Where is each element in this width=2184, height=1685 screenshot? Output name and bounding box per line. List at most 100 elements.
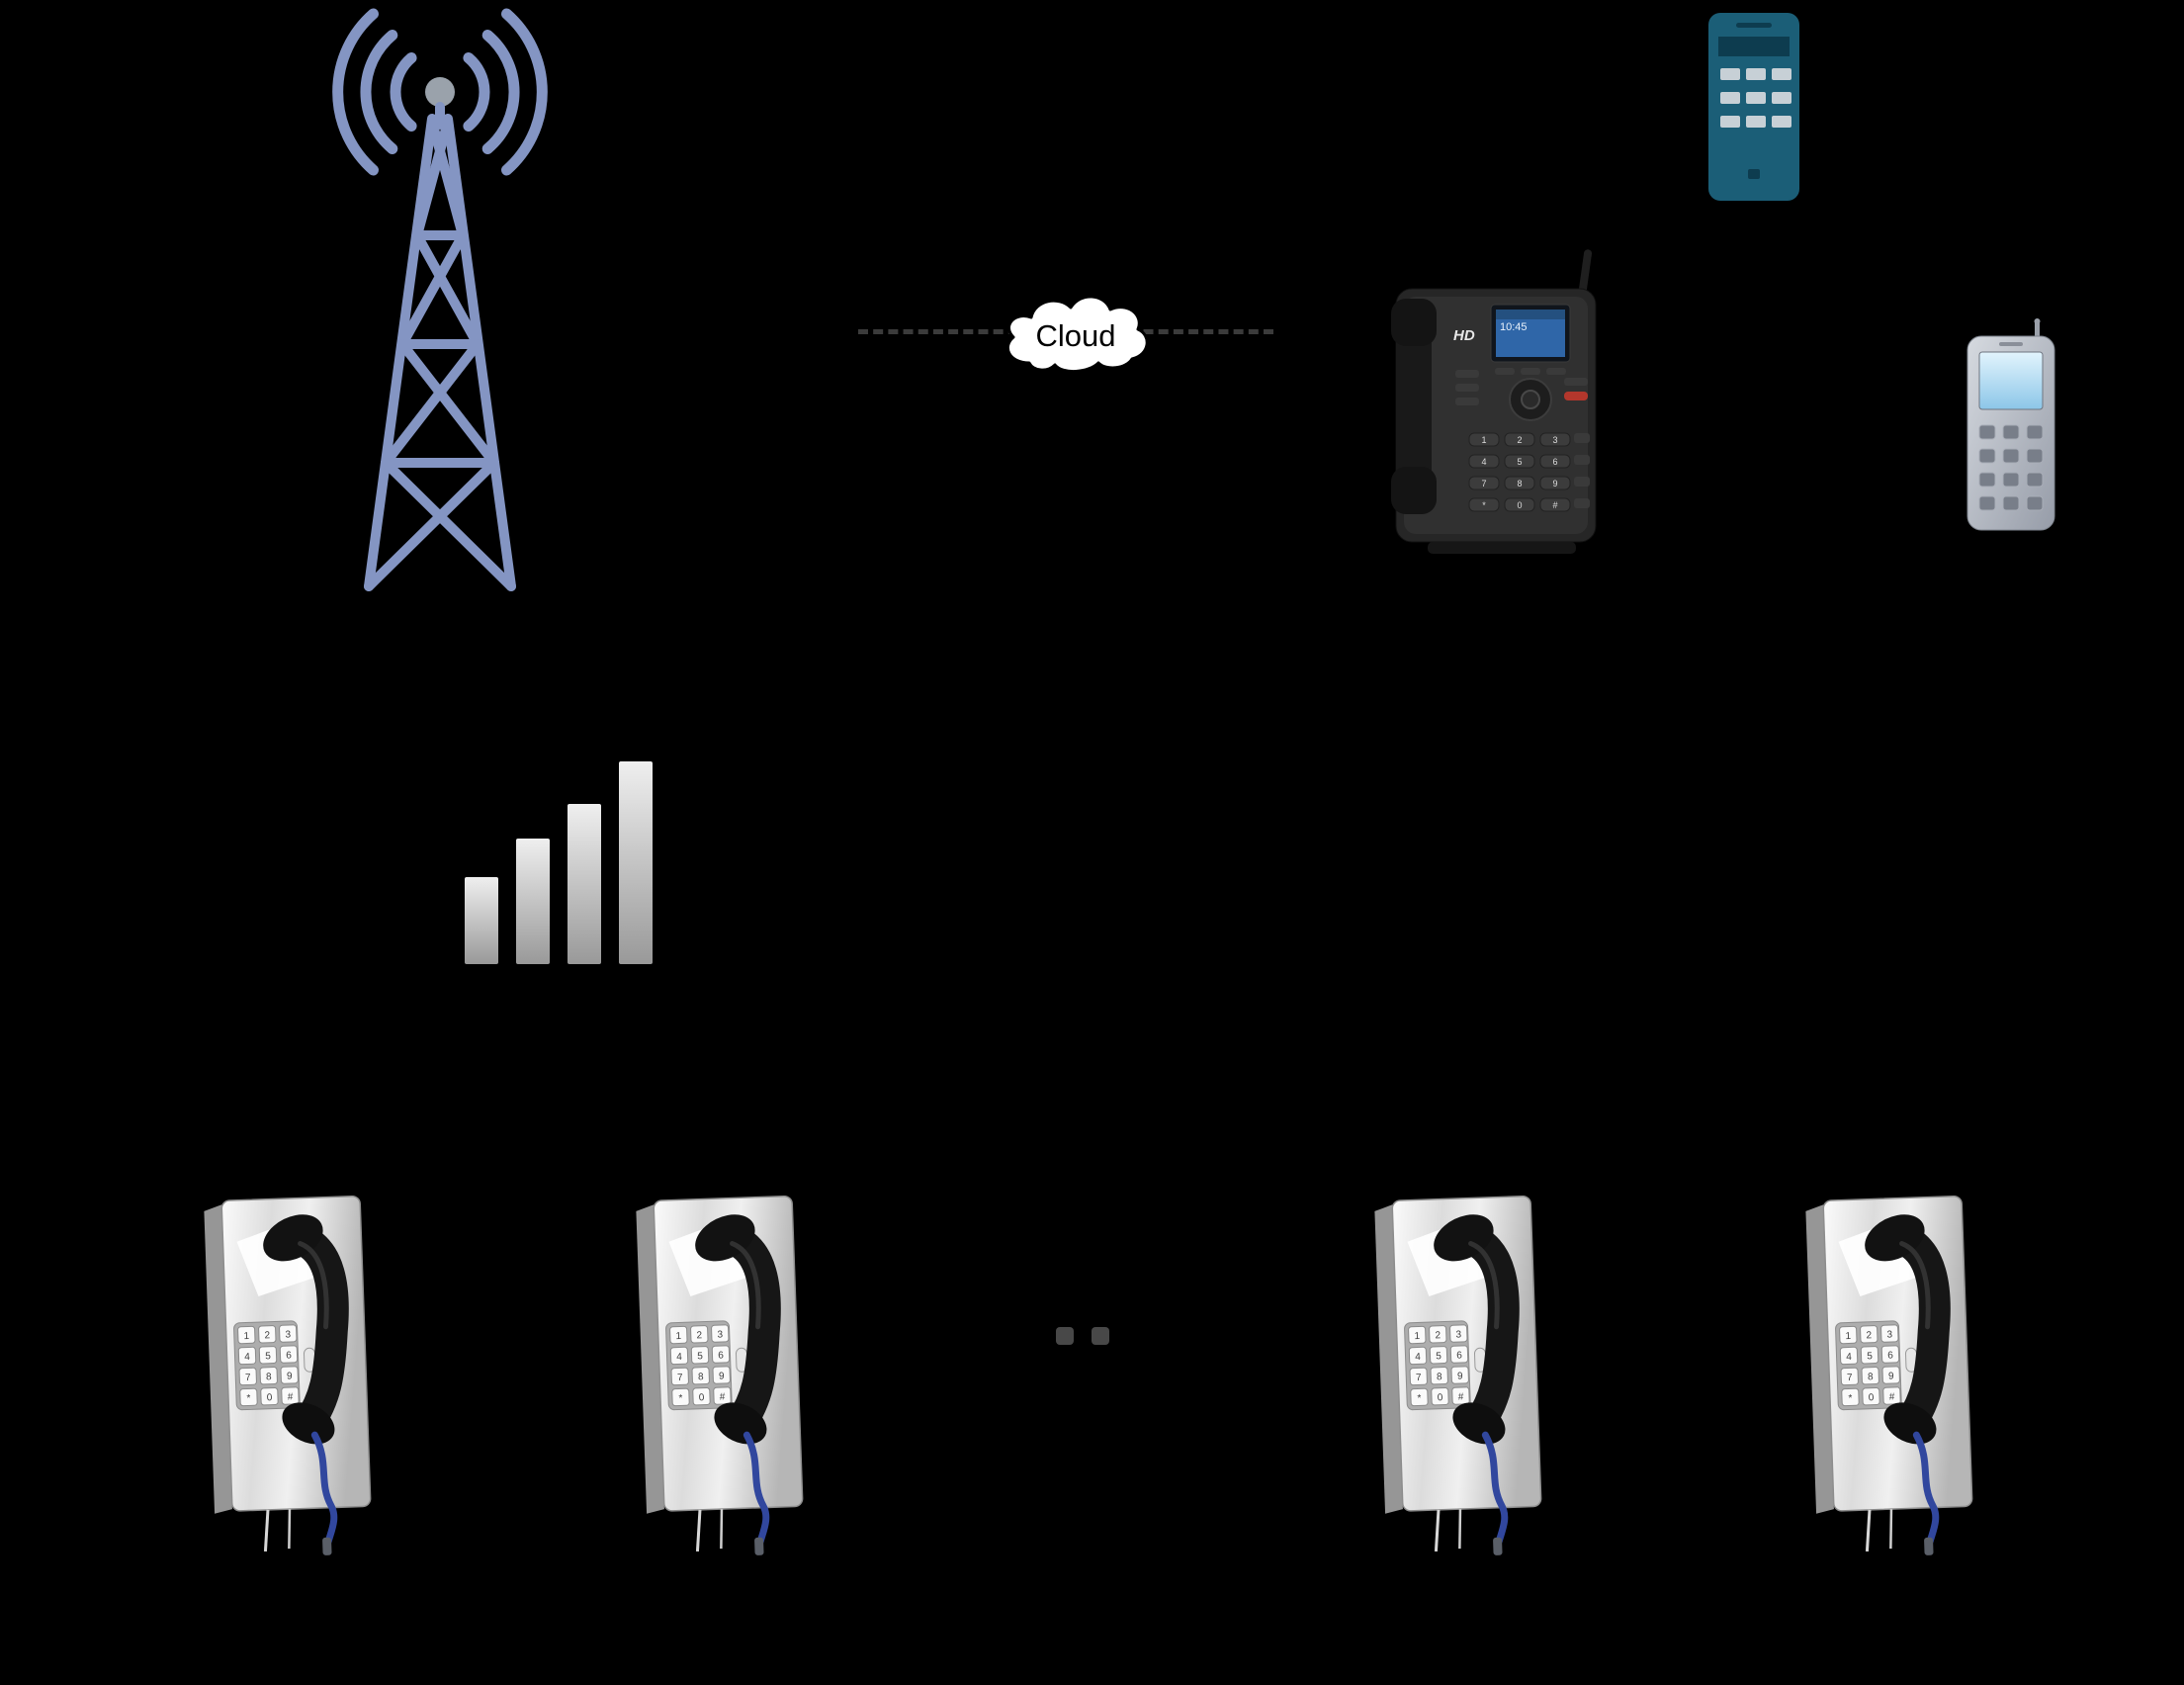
key-label: 8: [1868, 1372, 1874, 1382]
wire-icon: [1889, 1509, 1893, 1550]
key-label: 8: [266, 1372, 272, 1382]
smartphone-body: [1708, 13, 1799, 201]
key-label: #: [288, 1391, 294, 1402]
key-label: #: [1458, 1391, 1464, 1402]
cord-tip: [322, 1537, 332, 1555]
key-label: 8: [698, 1372, 704, 1382]
key-label: 3: [1455, 1329, 1461, 1340]
wall-phone-handset: [695, 1214, 781, 1445]
key-label: 6: [1456, 1350, 1462, 1361]
handset-cord: [310, 1431, 338, 1546]
signal-strength-node: [465, 761, 653, 964]
cord-tip: [1493, 1537, 1503, 1555]
ellipsis-dots-icon: [1056, 1327, 1125, 1347]
key-label: *: [1848, 1393, 1852, 1404]
key-label: 8: [1437, 1372, 1442, 1382]
signal-bars-icon: [465, 761, 653, 964]
key-label: *: [678, 1393, 682, 1404]
key-label: 6: [1887, 1350, 1893, 1361]
desk-phone-icon: HD 10:45 1 2: [1391, 249, 1597, 554]
cord-tip: [1924, 1537, 1934, 1555]
ellipsis-dot: [1092, 1327, 1109, 1345]
home-key: [1748, 169, 1760, 179]
smartphone-keys: [1720, 68, 1791, 128]
desk-phone-keypad: 1 2 3 4 5 6 7 8 9 * 0 #: [1468, 432, 1571, 512]
key-label: 7: [1481, 479, 1486, 488]
wire-icon: [1434, 1509, 1441, 1552]
red-key: [1564, 392, 1588, 400]
key-label: 4: [676, 1352, 682, 1363]
key-label: 0: [267, 1392, 273, 1403]
key-label: #: [720, 1391, 726, 1402]
phone-screen: 10:45: [1490, 304, 1571, 363]
cell-tower-icon: [332, 8, 548, 591]
antenna-dot: [425, 77, 455, 107]
key-label: 0: [1869, 1392, 1875, 1403]
key-label: 4: [1846, 1352, 1852, 1363]
side-keys: [1574, 433, 1590, 508]
wall-phone-icon: 1 2 3 4 5 6 7 8 9 * 0 #: [204, 1195, 372, 1555]
key-label: 7: [677, 1373, 683, 1383]
key-label: 3: [285, 1329, 291, 1340]
key-label: 9: [1457, 1371, 1463, 1381]
mobile-screen: [1978, 351, 2044, 410]
antenna-tip: [2034, 318, 2041, 324]
key-label: *: [1482, 500, 1486, 510]
cord-tip: [754, 1537, 764, 1555]
desk-phone-node: HD 10:45 1 2: [1370, 249, 1619, 558]
key-label: 0: [1438, 1392, 1443, 1403]
wall-phone-3: 1 2 3 4 5 6 7 8 9 * 0 #: [1356, 1175, 1564, 1562]
cloud-node: Cloud: [992, 283, 1160, 384]
smartphone-screen: [1718, 37, 1790, 56]
nav-pad: [1509, 378, 1552, 421]
key-label: 2: [264, 1330, 270, 1341]
key-label: 9: [719, 1371, 725, 1381]
handset-cord: [1912, 1431, 1940, 1546]
key-label: 9: [1888, 1371, 1894, 1381]
key-label: 6: [1552, 457, 1557, 467]
cloud-icon: [1006, 295, 1149, 373]
key-label: 9: [1552, 479, 1557, 488]
key-label: 8: [1517, 479, 1522, 488]
phone-handset: [1391, 299, 1437, 514]
wire-icon: [263, 1509, 270, 1552]
wire-icon: [1865, 1509, 1872, 1552]
screen-time: 10:45: [1500, 321, 1528, 333]
smartphone-icon: [1708, 13, 1799, 201]
ellipsis-dot: [1056, 1327, 1074, 1345]
key-label: 5: [697, 1351, 703, 1362]
key-label: 7: [1416, 1373, 1422, 1383]
mobile-earpiece: [1999, 342, 2023, 346]
key-label: 7: [1847, 1373, 1853, 1383]
tower-lattice: [364, 102, 516, 591]
key-label: 2: [1435, 1330, 1441, 1341]
wall-phone-handset: [1434, 1214, 1520, 1445]
wall-phone-icon: 1 2 3 4 5 6 7 8 9 * 0 #: [636, 1195, 804, 1555]
wall-phone-side: [1374, 1204, 1403, 1514]
wall-phone-1: 1 2 3 4 5 6 7 8 9 * 0 #: [186, 1175, 393, 1562]
wall-phone-side: [204, 1204, 232, 1514]
key-label: 7: [245, 1373, 251, 1383]
cloud-label: Cloud: [1035, 318, 1116, 353]
key-label: #: [1889, 1391, 1895, 1402]
key-label: 0: [1517, 500, 1522, 510]
key-label: 3: [1552, 435, 1557, 445]
wire-icon: [695, 1509, 702, 1552]
feature-phone-icon: [1966, 318, 2055, 531]
handset-cord: [1481, 1431, 1509, 1546]
key-label: 1: [243, 1331, 249, 1342]
key-label: 6: [286, 1350, 292, 1361]
cell-tower-node: [277, 8, 603, 601]
wall-phone-icon: 1 2 3 4 5 6 7 8 9 * 0 #: [1374, 1195, 1542, 1555]
key-label: 6: [718, 1350, 724, 1361]
soft-keys: [1455, 368, 1588, 405]
wall-phone-keypad: 1 2 3 4 5 6 7 8 9 * 0 #: [1835, 1320, 1902, 1411]
radio-waves: [332, 8, 548, 176]
key-label: 2: [1866, 1330, 1872, 1341]
speaker-slit: [1736, 23, 1772, 28]
mobile-keypad: [1978, 424, 2044, 511]
wall-phone-handset: [263, 1214, 349, 1445]
key-label: 3: [717, 1329, 723, 1340]
key-label: 3: [1886, 1329, 1892, 1340]
